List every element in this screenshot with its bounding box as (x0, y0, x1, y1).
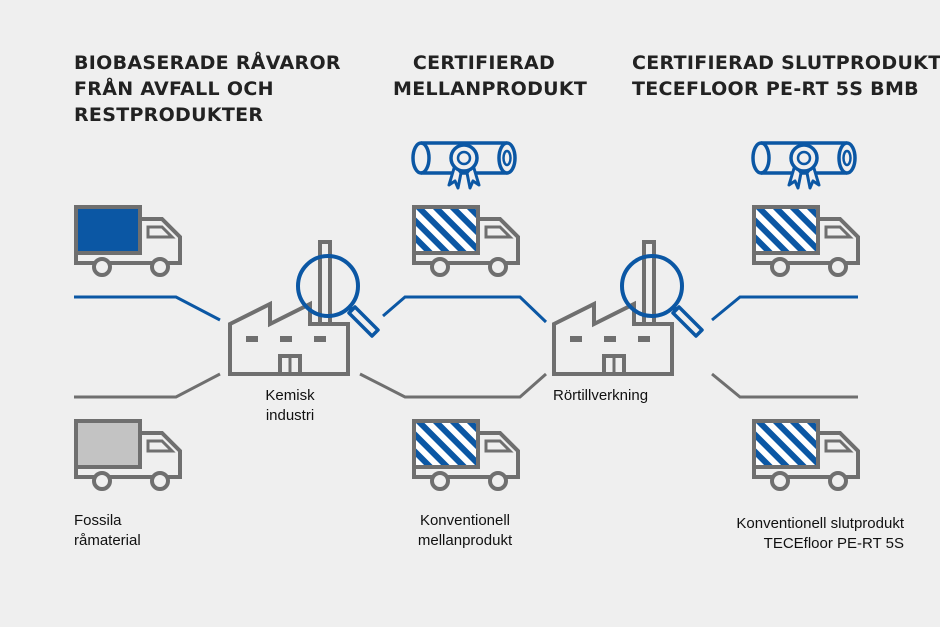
heading-line: TECEFLOOR PE-RT 5S BMB (632, 78, 919, 100)
label-conventional-final-product: Konventionell slutprodukt TECEfloor PE-R… (664, 514, 904, 554)
cargo-hatched (416, 209, 476, 251)
label-line: Konventionell (419, 512, 511, 529)
label-fossil-raw-materials: Fossila råmaterial (74, 511, 141, 551)
truck-conventional-intermediate (412, 419, 520, 491)
label-line: råmaterial (74, 532, 141, 549)
heading-line: FRÅN AVFALL OCH (74, 78, 274, 100)
truck-certified-intermediate (412, 205, 520, 277)
cargo-fossil (78, 423, 138, 465)
line-fossil-to-chemical (74, 372, 221, 399)
truck-conventional-final (752, 419, 860, 491)
line-biobased-to-chemical (74, 295, 221, 322)
label-line: Rörtillverkning (553, 387, 649, 404)
label-line: Fossila (74, 512, 122, 529)
truck-biobased (74, 205, 182, 277)
label-line: TECEfloor PE-RT 5S (763, 535, 904, 552)
label-pipe-manufacturing: Rörtillverkning (553, 386, 648, 406)
connector-lines (74, 295, 858, 399)
label-conventional-intermediate: Konventionell mellanprodukt (395, 511, 535, 551)
line-pipe-to-conventional-final (711, 372, 858, 399)
heading-certified-intermediate: CERTIFIERAD MELLANPRODUKT (393, 50, 588, 102)
label-line: industri (265, 407, 315, 424)
truck-fossil (74, 419, 182, 491)
factory-icon-pipe (552, 240, 674, 376)
label-line: Kemisk (265, 387, 315, 404)
heading-line: BIOBASERADE RÅVAROR (74, 52, 341, 74)
line-pipe-to-certified-final (711, 295, 858, 322)
factory-icon-chemical (228, 240, 350, 376)
cargo-hatched (756, 423, 816, 465)
label-line: mellanprodukt (417, 532, 513, 549)
heading-line: MELLANPRODUKT (393, 78, 588, 100)
truck-certified-final (752, 205, 860, 277)
certificate-icon-final (751, 141, 857, 190)
heading-line: CERTIFIERAD SLUTPRODUKT (632, 52, 940, 74)
cargo-hatched (416, 423, 476, 465)
heading-certified-final-product: CERTIFIERAD SLUTPRODUKT TECEFLOOR PE-RT … (632, 50, 940, 102)
line-chemical-to-conventional (359, 372, 547, 399)
line-chemical-to-certified (382, 295, 548, 324)
cargo-biobased (78, 209, 138, 251)
heading-line: RESTPRODUKTER (74, 104, 264, 126)
cargo-hatched (756, 209, 816, 251)
certificate-icon-intermediate (411, 141, 517, 190)
heading-line: CERTIFIERAD (412, 52, 556, 74)
heading-biobased-raw-materials: BIOBASERADE RÅVAROR FRÅN AVFALL OCH REST… (74, 50, 341, 128)
label-chemical-industry: Kemisk industri (245, 386, 335, 426)
label-line: Konventionell slutprodukt (736, 515, 904, 532)
